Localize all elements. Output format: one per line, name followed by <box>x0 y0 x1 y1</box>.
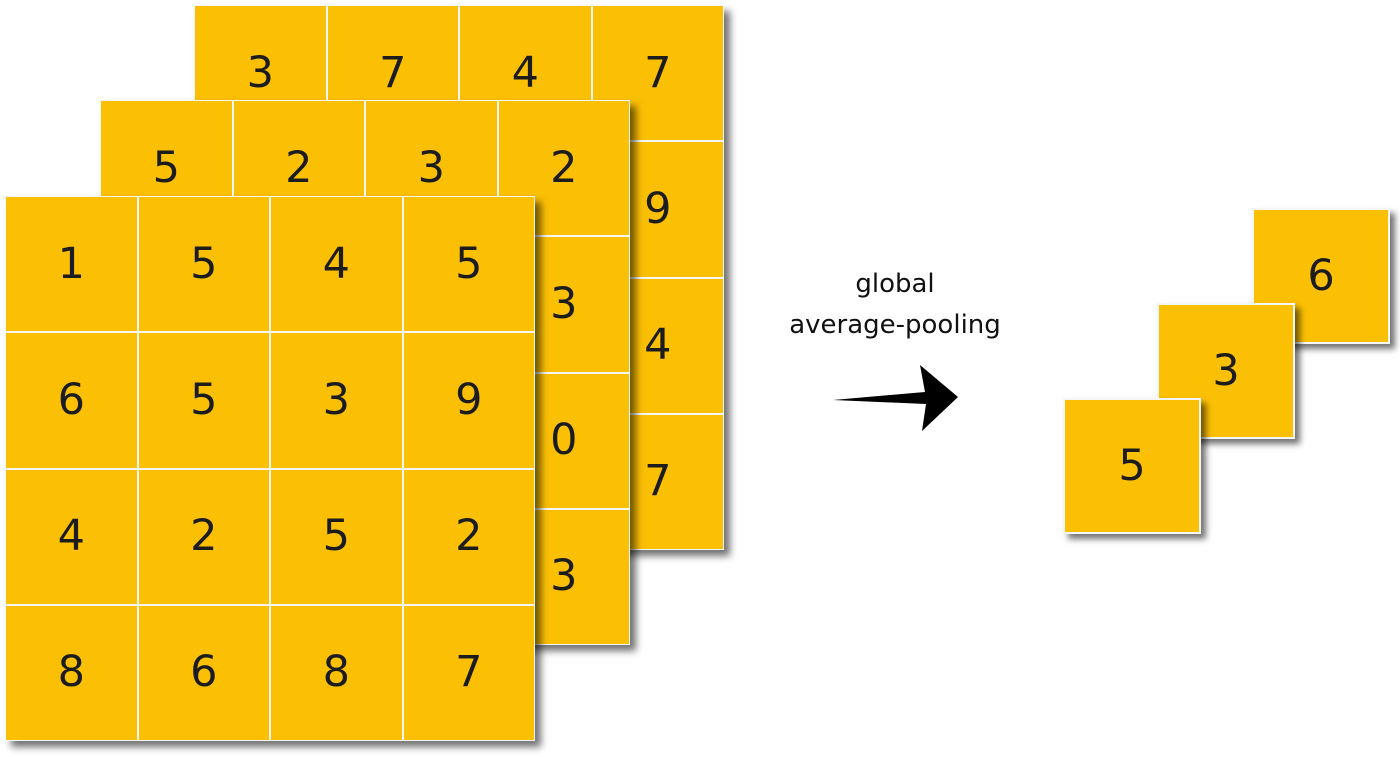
operation-label-line2: average-pooling <box>789 310 1001 340</box>
grid-cell: 2 <box>498 101 629 236</box>
grid-cell: 4 <box>6 469 137 604</box>
grid-cell: 8 <box>271 605 402 740</box>
grid-cell: 6 <box>6 333 137 468</box>
grid-cell: 5 <box>138 197 269 332</box>
grid-cell: 6 <box>138 605 269 740</box>
operation-label: global average-pooling <box>770 264 1020 346</box>
grid-cell: 2 <box>403 469 534 604</box>
grid-cell: 5 <box>403 197 534 332</box>
grid-cell: 9 <box>403 333 534 468</box>
grid-cell: 2 <box>138 469 269 604</box>
grid-cell: 3 <box>271 333 402 468</box>
grid-cell: 5 <box>271 469 402 604</box>
grid-cell: 7 <box>403 605 534 740</box>
grid-cell: 1 <box>6 197 137 332</box>
operation-label-line1: global <box>855 269 935 299</box>
output-value-front: 5 <box>1063 398 1201 534</box>
grid-cell: 4 <box>271 197 402 332</box>
grid-cell: 8 <box>6 605 137 740</box>
grid-cell: 5 <box>138 333 269 468</box>
arrow-right-icon <box>833 365 958 431</box>
